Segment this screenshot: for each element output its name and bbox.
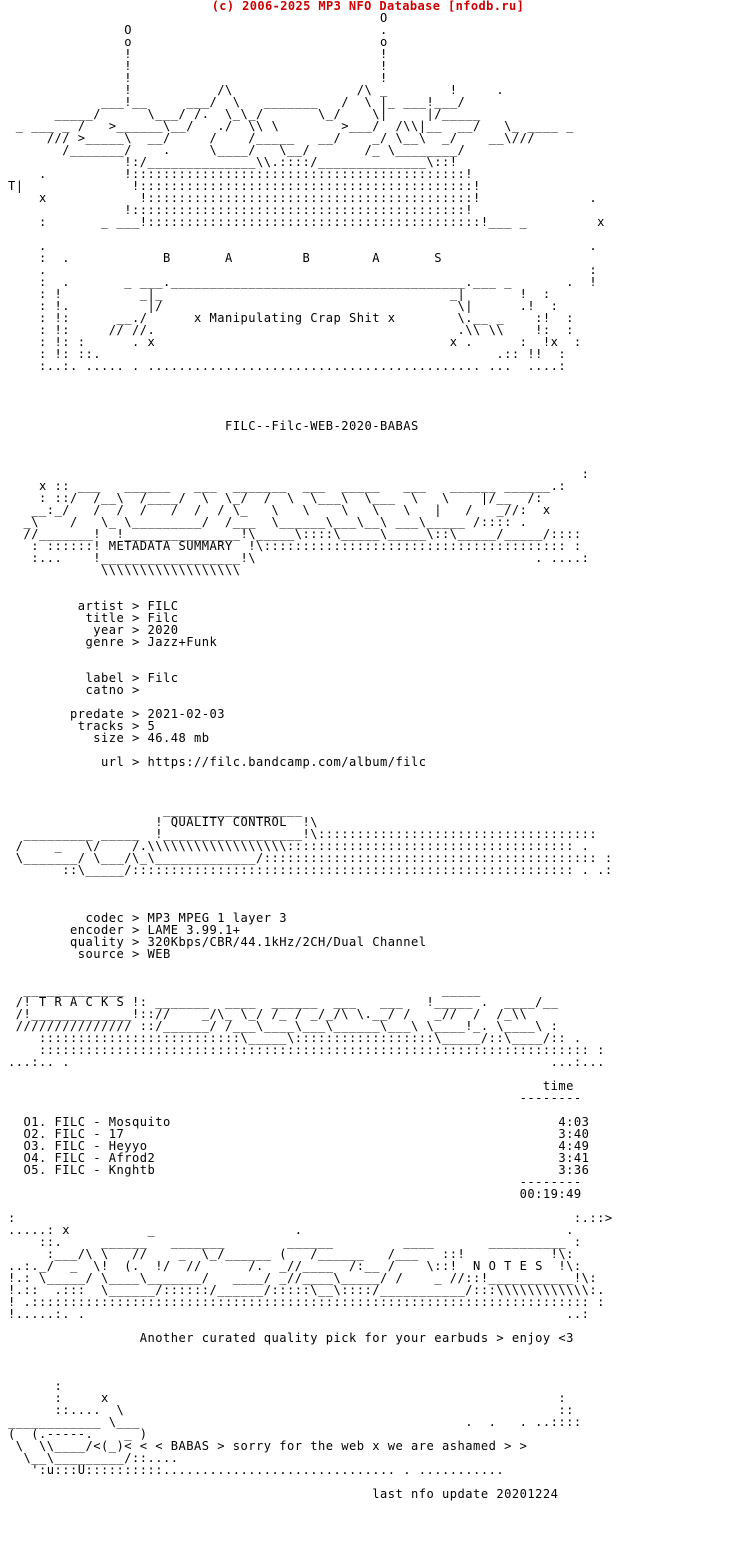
nfo-line: source > WEB [8, 947, 171, 961]
nfo-line: ____________ \___ . . . ..:::: [8, 1415, 582, 1429]
nfo-line: ( (.-----. _ ) [8, 1427, 148, 1441]
nfo-line: : ::/ /__\ /____/ \ \_/ / \ \___\ \___ \… [8, 491, 543, 505]
nfo-line: !:/______________\\.::::/______________\… [8, 155, 458, 169]
nfo-line: /////////////// ::/______/ /___\____\___… [8, 1019, 559, 1033]
nfo-line: ':u:::U::::::::::.......................… [8, 1463, 505, 1477]
nfo-line: _____/ \___/ /. \_\_/ \_/ \| |/_____ [8, 107, 481, 121]
nfo-line: _________ _____ !__________________!\:::… [8, 827, 598, 841]
nfo-line: \__\_________/::.... [8, 1451, 179, 1465]
nfo-line: / _ \/ /.\\\\\\\\\\\\\\\\\\:::::::::::::… [8, 839, 590, 853]
nfo-line: ::.... \ :: [8, 1403, 574, 1417]
copyright-header: (c) 2006-2025 MP3 NFO Database [nfodb.ru… [211, 0, 525, 13]
nfo-line: /_______/ . \____/ \__/ /_ \________/ [8, 143, 466, 157]
nfo-line: T| !::::::::::::::::::::::::::::::::::::… [8, 179, 481, 193]
nfo-line: ! QUALITY CONTROL !\ [8, 815, 319, 829]
nfo-line: . !:::::::::::::::::::::::::::::::::::::… [8, 167, 474, 181]
nfo-line: : . B A B A S [8, 251, 443, 265]
nfo-line: .....: x _ . . [8, 1223, 574, 1237]
nfo-line: : !: __./ x Manipulating Crap Shit x \._… [8, 311, 574, 325]
nfo-line: o o [8, 35, 388, 49]
nfo-line: :... !__________________!\ . ....: [8, 551, 590, 565]
nfo-line: O . [8, 23, 388, 37]
nfo-line: ::\_____/:::::::::::::::::::::::::::::::… [8, 863, 613, 877]
nfo-line: : !. |/ \| .! : [8, 299, 559, 313]
nfo-line: \\\\\\\\\\\\\\\\\\ [8, 563, 241, 577]
nfo-line: quality > 320Kbps/CBR/44.1kHz/2CH/Dual C… [8, 935, 427, 949]
nfo-line: ! .:::::::::::::::::::::::::::::::::::::… [8, 1295, 605, 1309]
nfo-line: : ::::::! METADATA SUMMARY !\:::::::::::… [8, 539, 582, 553]
nfo-line: title > Filc [8, 611, 179, 625]
nfo-line: !.....:. . ..: [8, 1307, 590, 1321]
nfo-line: codec > MP3 MPEG 1 layer 3 [8, 911, 288, 925]
nfo-line: last nfo update 20201224 [8, 1487, 559, 1501]
nfo-line: O5. FILC - Knghtb 3:36 [8, 1163, 590, 1177]
nfo-line: tracks > 5 [8, 719, 156, 733]
nfo-line: ! /\ /\ _ ! . [8, 83, 505, 97]
nfo-line: : !: // //. .\\ \\ !: : [8, 323, 574, 337]
nfo-line: url > https://filc.bandcamp.com/album/fi… [8, 755, 427, 769]
nfo-line: 00:19:49 [8, 1187, 582, 1201]
nfo-line: __________________ [8, 803, 303, 817]
nfo-line: ...:.. . ...:... [8, 1055, 605, 1069]
nfo-line: encoder > LAME 3.99.1+ [8, 923, 241, 937]
nfo-line: :___/\ \ // _ \_/______ ( /______ /___ :… [8, 1247, 574, 1261]
nfo-line: time [8, 1079, 574, 1093]
nfo-line: predate > 2021-02-03 [8, 707, 226, 721]
nfo-line: ! ! [8, 59, 388, 73]
nfo-line: ::::::::::::::::::::::::::::::::::::::::… [8, 1043, 605, 1057]
nfo-line: _ ___ _ / >______\__/ ./ \\ \ >___/ /\\|… [8, 119, 574, 133]
nfo-line: \_______/ \___/\_\_____________/::::::::… [8, 851, 613, 865]
nfo-line: /// >_____\ __/ / /_____ __/ _/ \__\ _/ … [8, 131, 536, 145]
nfo-line: Another curated quality pick for your ea… [8, 1331, 574, 1345]
nfo-line: ::::::::::::::::::::::::::\_____\:::::::… [8, 1031, 582, 1045]
nfo-line: ___!__ ___/ \ _______ / \ |_ ___!___/ [8, 95, 466, 109]
nfo-line: !.:: .::: \______/::::::/______/:::::\__… [8, 1283, 605, 1297]
nfo-line: :..:. ..... . ..........................… [8, 359, 567, 373]
nfo-line: : !: ::. .:: !! : [8, 347, 567, 361]
nfo-line: O [8, 11, 388, 25]
nfo-line: O3. FILC - Heyyo 4:49 [8, 1139, 590, 1153]
nfo-line: . . [8, 239, 598, 253]
nfo-line: -------- [8, 1175, 582, 1189]
nfo-line: /! T R A C K S !: _______ ____ ______ __… [8, 995, 559, 1009]
nfo-line: !:::::::::::::::::::::::::::::::::::::::… [8, 203, 474, 217]
nfo-line: FILC--Filc-WEB-2020-BABAS [8, 419, 419, 433]
nfo-line: -------- [8, 1091, 582, 1105]
nfo-line: O1. FILC - Mosquito 4:03 [8, 1115, 590, 1129]
nfo-line: _____________ _____ [8, 983, 481, 997]
nfo-line: : :.::> [8, 1211, 613, 1225]
nfo-line: artist > FILC [8, 599, 179, 613]
nfo-line: year > 2020 [8, 623, 179, 637]
nfo-line: __:_/ / / / / / / \_ \ \ \ \ \ | / _//: … [8, 503, 551, 517]
nfo-line: : [8, 467, 590, 481]
nfo-line: ! ! [8, 47, 388, 61]
nfo-line: x :: ___ ______ ___ _______ ___ _____ __… [8, 479, 567, 493]
nfo-line: : [8, 1379, 63, 1393]
nfo-line: ! ! [8, 71, 388, 85]
nfo-line: x !:::::::::::::::::::::::::::::::::::::… [8, 191, 598, 205]
nfo-line: catno > [8, 683, 140, 697]
nfo-line: label > Filc [8, 671, 179, 685]
nfo-line: ..:._/ _ \! (. !/ // /. _//____ /:__ / \… [8, 1259, 582, 1273]
nfo-line: : !: : . x x . : !x : [8, 335, 582, 349]
nfo-line: \ \\____/<(_)< < < BABAS > sorry for the… [8, 1439, 528, 1453]
nfo-line: _\ / \_ \_________/ /___ \______\___\__\… [8, 515, 528, 529]
nfo-line: : _ ___!::::::::::::::::::::::::::::::::… [8, 215, 605, 229]
nfo-line: //_______! !_______________!\_____\::::\… [8, 527, 582, 541]
nfo-line: . : [8, 263, 598, 277]
nfo-line: : ! _|_ _| ! : [8, 287, 551, 301]
nfo-line: O2. FILC - 17 3:40 [8, 1127, 590, 1141]
nfo-line: ::. ______ _______ ______ ____ _________… [8, 1235, 582, 1249]
nfo-line: /!_____________!::// _/\_ \_/ /_ / _/_/\… [8, 1007, 528, 1021]
nfo-line: genre > Jazz+Funk [8, 635, 218, 649]
nfo-text: O O . o o ! ! ! [8, 0, 613, 1500]
nfo-line: size > 46.48 mb [8, 731, 210, 745]
nfo-line: O4. FILC - Afrod2 3:41 [8, 1151, 590, 1165]
nfo-line: : x : [8, 1391, 567, 1405]
nfo-line: : . _ ___.______________________________… [8, 275, 598, 289]
nfo-line: !.: \_____/ \____\_______/ ____/ _//____… [8, 1271, 598, 1285]
